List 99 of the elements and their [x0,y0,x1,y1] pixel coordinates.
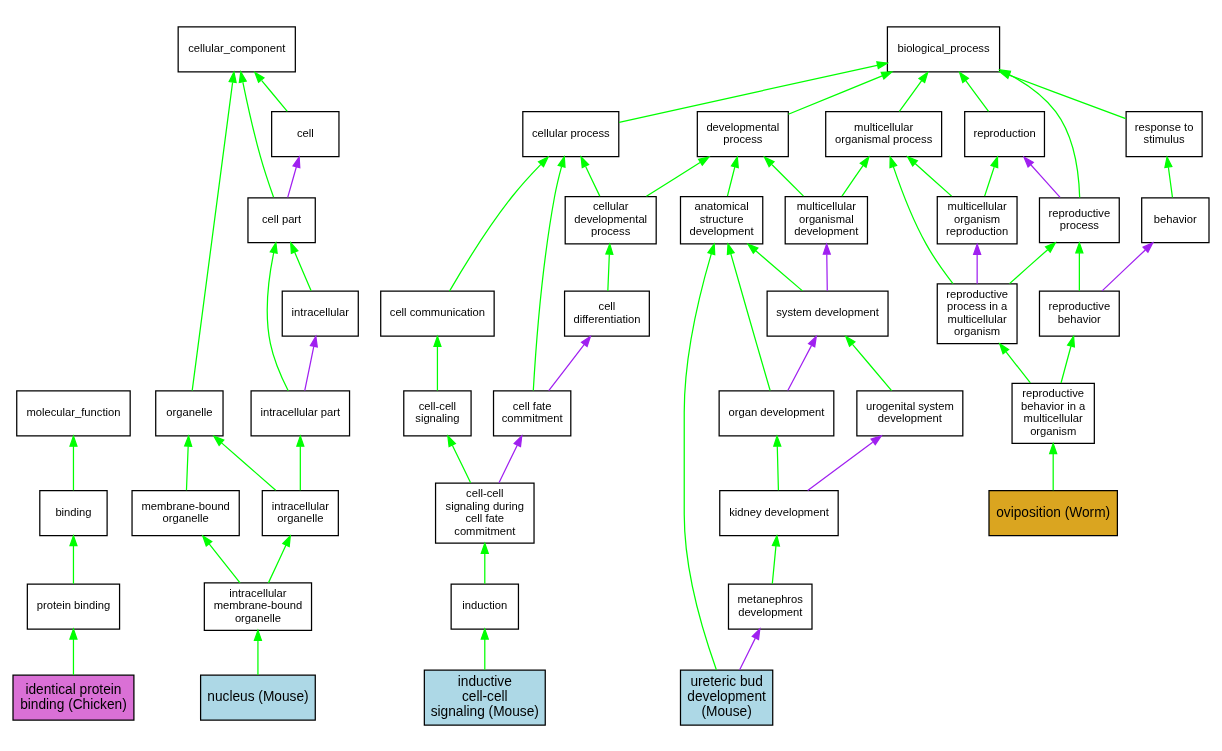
arrow [480,540,490,584]
arrow [267,533,292,583]
node-box: protein binding [26,583,121,630]
arrow [618,60,890,123]
node-box: intracellular organelle [261,489,339,536]
arrow [906,155,953,197]
node-box: induction [450,583,520,630]
node-box: intracellular part [250,389,351,436]
node-box: intracellular [281,290,359,337]
arrow [1101,241,1155,291]
arrow [807,434,883,491]
node-box: multicellular organism reproduction [936,195,1018,244]
arrow [295,433,305,491]
node-box: metanephros development [727,583,813,630]
arrow [889,154,954,284]
node-box: developmental process [696,110,789,157]
node-box: ureteric bud development (Mouse) [679,669,774,726]
node-box: kidney development [719,489,839,536]
node-box: molecular_function [16,389,131,436]
node-box: organelle [155,389,224,436]
node-box: biological_process [886,25,1001,72]
node-box: multicellular organismal development [784,195,869,244]
arrow [212,434,277,491]
node-box: reproduction [964,110,1046,157]
node-box: cell fate commitment [492,389,572,436]
arrow [972,241,982,284]
arrow [683,241,717,670]
node-box: identical protein binding (Chicken) [12,674,135,721]
arrow [1164,154,1174,198]
arrow [201,533,241,583]
node-box: cell communication [380,290,495,337]
arrow [822,241,832,291]
node-box: behavior [1141,196,1210,243]
node-box: cell-cell signaling [403,389,472,436]
node-box: cellular process [522,110,620,157]
node-box: reproductive process [1038,196,1120,243]
node-box: urogenital system development [856,389,964,436]
node-box: cell-cell signaling during cell fate commitment [434,482,535,544]
arrow [548,334,592,391]
arrow [448,155,550,292]
node-box: nucleus (Mouse) [199,674,316,721]
arrow [1060,334,1076,384]
arrow [433,334,442,391]
node-box: oviposition (Worm) [988,489,1118,536]
arrow [532,154,566,391]
arrow [447,433,472,483]
arrow [287,154,301,198]
arrow [1075,240,1084,291]
node-box: multicellular organismal process [825,110,943,157]
node-box: membrane-bound organelle [131,489,240,536]
arrow [580,154,601,197]
node-box: anatomical structure development [679,195,764,244]
arrow [498,433,523,483]
arrow [739,626,761,670]
arrow [898,70,929,112]
arrow [998,341,1031,384]
arrow [844,334,893,391]
node-box: reproductive behavior in a multicellular organism [1011,382,1095,444]
node-box: cell [271,110,340,157]
arrow [787,70,894,115]
node-box: system development [766,290,889,337]
arrow [771,533,781,584]
arrow [304,334,318,391]
arrow [69,433,78,491]
arrow [183,433,193,491]
arrow [958,70,990,112]
node-box: response to stimulus [1125,110,1203,157]
node-box: cellular developmental process [564,195,657,244]
arrow [763,155,805,197]
node-box: inductive cell-cell signaling (Mouse) [423,669,546,726]
node-box: cell differentiation [563,290,650,337]
arrow [746,242,804,291]
arrow [69,533,78,584]
arrow [266,240,289,391]
arrow [1022,155,1061,198]
arrow [1008,241,1057,284]
arrow [253,70,288,112]
arrow [480,626,490,670]
arrow [289,240,312,291]
node-box: organ development [718,389,835,436]
arrow [1048,441,1058,491]
arrow [726,241,771,391]
arrow [841,155,870,197]
node-box: binding [39,489,108,536]
arrow [191,69,237,391]
arrow [69,626,78,676]
arrow [726,154,739,197]
arrow [604,241,614,291]
arrow [787,334,818,391]
arrow [645,155,711,197]
node-box: reproductive process in a multicellular organism [936,282,1018,344]
arrow [984,154,999,197]
arrow [772,433,782,491]
arrow [253,627,263,676]
node-box: cellular_component [177,25,296,72]
arrow [238,69,275,198]
node-box: intracellular membrane-bound organelle [203,581,313,631]
node-box: reproductive behavior [1038,290,1120,337]
node-box: cell part [247,196,316,243]
